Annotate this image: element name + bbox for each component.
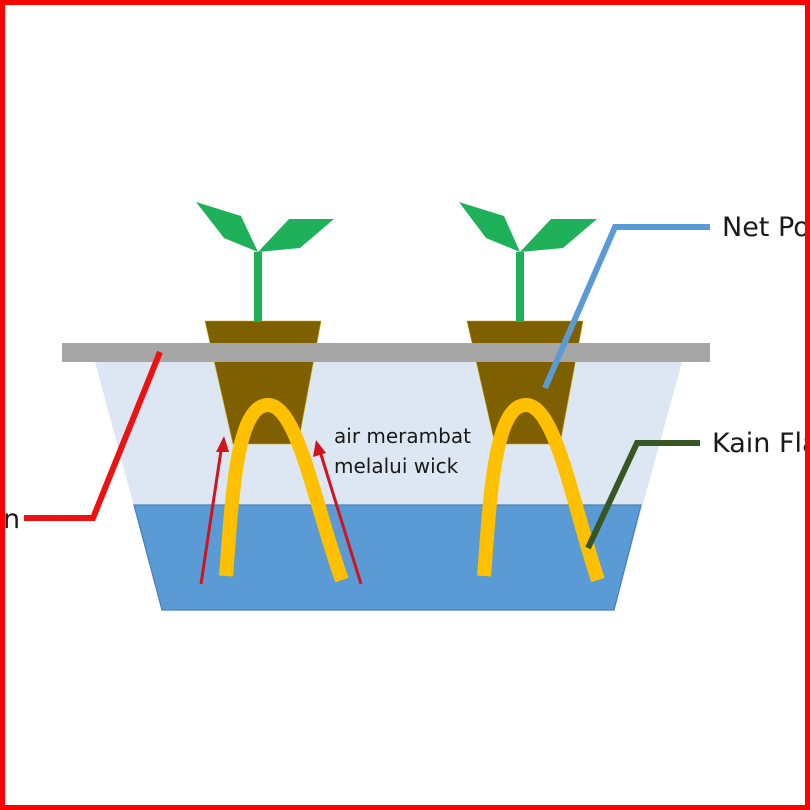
label-net-pot: Net Po bbox=[722, 212, 810, 243]
arrowhead-icon bbox=[216, 436, 229, 452]
leader-line-net-pot bbox=[542, 224, 710, 390]
leader-line-wick bbox=[585, 440, 700, 550]
plant-leaf bbox=[258, 219, 334, 252]
water-nutrient-solution bbox=[133, 504, 642, 611]
plant-stem bbox=[254, 252, 262, 322]
plant-left bbox=[196, 202, 334, 322]
flow-arrow-right bbox=[313, 440, 363, 585]
plant-right bbox=[459, 202, 597, 322]
label-left-cut: n bbox=[3, 504, 20, 535]
shelf-board bbox=[62, 343, 710, 362]
flow-arrow-left bbox=[199, 436, 229, 585]
wick-left bbox=[219, 398, 349, 583]
label-wick-cloth: Kain Fla bbox=[712, 428, 810, 459]
leader-line-left bbox=[24, 350, 163, 521]
arrowhead-icon bbox=[313, 440, 326, 457]
plant-leaf bbox=[459, 202, 520, 252]
label-flow-line2: melalui wick bbox=[334, 454, 459, 478]
plant-leaf bbox=[196, 202, 258, 252]
plant-leaf bbox=[520, 219, 597, 252]
wick-right bbox=[477, 398, 605, 583]
plant-stem bbox=[516, 252, 524, 322]
label-flow-line1: air merambat bbox=[334, 424, 471, 448]
